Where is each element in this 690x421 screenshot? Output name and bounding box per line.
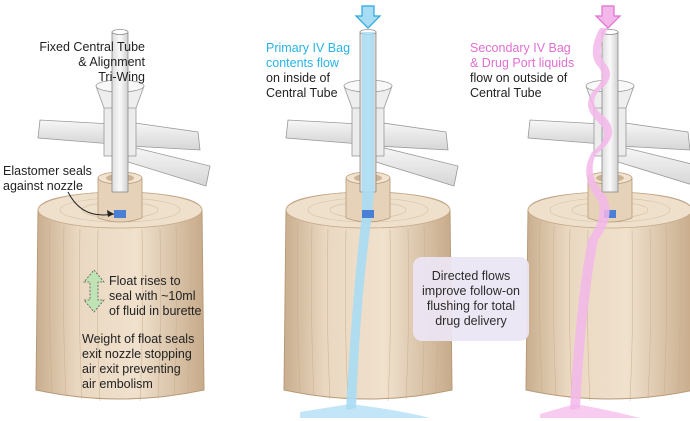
directed-flows-callout: Directed flows improve follow-on flushin… [413,257,529,341]
primary-flow-label: Primary IV Bag contents flow on inside o… [266,26,350,116]
weight-float-label: Weight of float seals exit nozzle stoppi… [82,332,195,391]
down-arrow-icon [354,5,382,29]
secondary-flow-label: Secondary IV Bag & Drug Port liquids flo… [470,26,574,116]
leader-arrowhead-icon [107,210,114,217]
secondary-flow-title: Secondary IV Bag & Drug Port liquids [470,41,575,70]
double-arrow-icon [83,269,105,313]
primary-flow-text: on inside of Central Tube [266,71,338,100]
primary-flow-title: Primary IV Bag contents flow [266,41,351,70]
elastomer-label: Elastomer seals against nozzle [3,164,92,193]
primary-flow-stream [300,32,430,418]
secondary-flow-text: flow on outside of Central Tube [470,71,568,100]
secondary-down-arrow-icon [594,5,622,29]
fixed-tube-label: Fixed Central Tube & Alignment Tri-Wing [39,40,145,84]
secondary-flow-stream [540,28,640,418]
float-rises-label: Float rises to seal with ~10ml of fluid … [109,274,202,318]
